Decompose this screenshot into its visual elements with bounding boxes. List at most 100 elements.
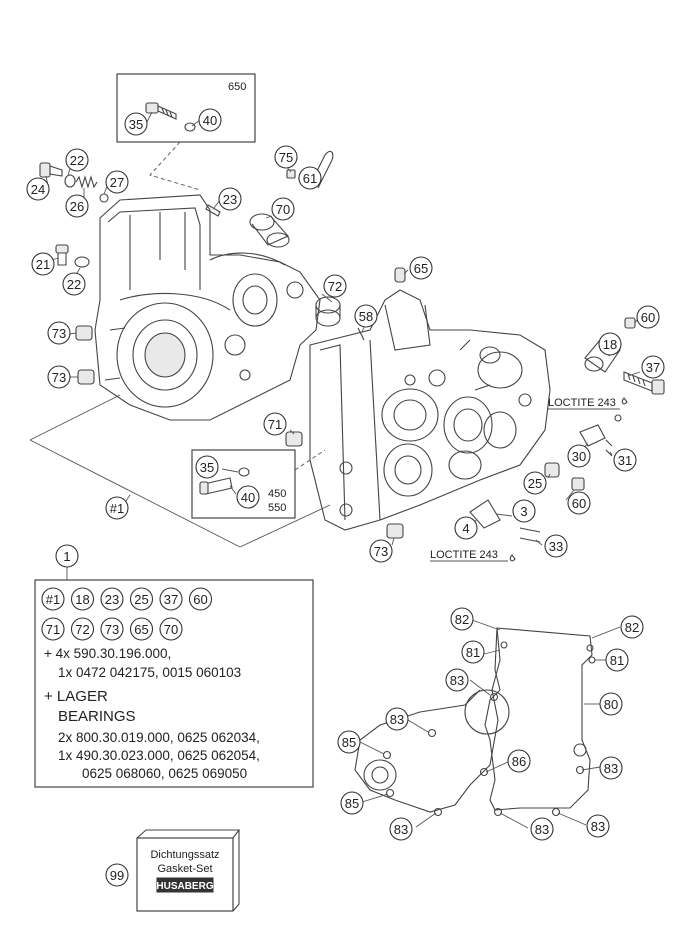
callout-c26: 26	[65, 194, 89, 218]
callout-c23: 23	[218, 187, 242, 211]
kit-part-number: 23	[105, 592, 119, 607]
callout-c4: 4	[454, 516, 478, 540]
callout-number: 23	[223, 192, 237, 207]
inset-label-650: 650	[228, 81, 246, 93]
top-middle-parts	[249, 150, 406, 341]
callout-number: 61	[303, 171, 317, 186]
callout-c30: 30	[567, 444, 591, 468]
callout-c25: 25	[523, 471, 547, 495]
callout-c86: 86	[507, 749, 531, 773]
kit-line-6: 1x 490.30.023.000, 0625 062054,	[58, 748, 260, 763]
callout-c83c: 83	[389, 817, 413, 841]
kit-line-5: 2x 800.30.019.000, 0625 062034,	[58, 730, 260, 745]
callout-number: 60	[641, 310, 655, 325]
callout-number: 58	[359, 309, 373, 324]
callout-c65: 65	[409, 256, 433, 280]
callout-number: 72	[328, 279, 342, 294]
callout-number: 21	[36, 257, 50, 272]
callout-number: 99	[110, 868, 124, 883]
callout-number: 73	[52, 370, 66, 385]
callout-number: 83	[390, 712, 404, 727]
right-crankcase-half	[309, 289, 551, 531]
callout-number: 24	[31, 182, 45, 197]
callout-c85a: 85	[337, 730, 361, 754]
callout-c83f: 83	[599, 756, 623, 780]
callout-c33: 33	[544, 534, 568, 558]
callout-c72: 72	[323, 274, 347, 298]
callout-c22b: 22	[62, 272, 86, 296]
kit-part-number: 73	[105, 622, 119, 637]
callout-number: 83	[591, 819, 605, 834]
callout-number: 83	[450, 673, 464, 688]
kit-part-callout: 18	[70, 587, 95, 611]
callout-c81a: 81	[461, 640, 485, 664]
left-crankcase-half	[94, 194, 321, 421]
right-small-parts	[285, 317, 665, 562]
gasket-set-label-en: Gasket-Set	[157, 863, 212, 875]
callout-c70: 70	[271, 197, 295, 221]
callout-number: 83	[535, 822, 549, 837]
callout-c18: 18	[598, 332, 622, 356]
callout-number: 26	[70, 199, 84, 214]
husaberg-logo: HUSABERG	[156, 881, 213, 892]
callout-number: 40	[203, 113, 217, 128]
inset-label-550: 550	[268, 502, 286, 514]
kit-part-callout: 60	[188, 587, 213, 611]
kit-line-4: BEARINGS	[58, 708, 136, 725]
callout-c80: 80	[599, 692, 623, 716]
kit-part-number: 37	[164, 592, 178, 607]
callout-c73b: 73	[47, 365, 71, 389]
callout-number: 22	[67, 277, 81, 292]
callout-number: 85	[345, 796, 359, 811]
callout-number: 81	[610, 653, 624, 668]
gasket-leaders	[359, 619, 621, 829]
kit-part-number: 65	[134, 622, 148, 637]
callout-c40a: 40	[198, 108, 222, 132]
callout-number: 30	[572, 449, 586, 464]
kit-part-callout: #1	[41, 587, 65, 611]
kit-part-number: 71	[46, 622, 60, 637]
callout-c60a: 60	[636, 305, 660, 329]
callout-c22a: 22	[65, 148, 89, 172]
kit-part-number: 25	[134, 592, 148, 607]
callout-c82b: 82	[620, 615, 644, 639]
callout-c99: 99	[105, 863, 129, 887]
kit-part-callout: 73	[100, 617, 124, 641]
callout-c71: 71	[263, 412, 287, 436]
callout-c60b: 60	[567, 491, 591, 515]
callout-number: 40	[241, 490, 255, 505]
callout-number: 25	[528, 476, 542, 491]
kit-line-2: 1x 0472 042175, 0015 060103	[58, 665, 241, 680]
callout-c35a: 35	[124, 112, 148, 136]
callout-number: 83	[604, 761, 618, 776]
callout-number: 65	[414, 261, 428, 276]
kit-part-callout: 37	[159, 587, 183, 611]
kit-part-number: 70	[164, 622, 178, 637]
inset-label-450: 450	[268, 488, 286, 500]
kit-part-number: 60	[193, 592, 207, 607]
callout-c83b: 83	[385, 707, 409, 731]
kit-line-1: + 4x 590.30.196.000,	[44, 646, 171, 661]
callout-c3: 3	[512, 499, 536, 523]
kit-box	[34, 567, 314, 788]
kit-row-1: #1 18 23 25 37 60	[41, 587, 213, 611]
kit-part-callout: 70	[159, 617, 183, 641]
loctite-label-upper: LOCTITE 243	[548, 397, 616, 409]
kit-part-number: #1	[46, 592, 60, 607]
callout-number: 86	[512, 754, 526, 769]
callout-c75: 75	[274, 145, 298, 169]
kit-part-callout: 71	[41, 617, 65, 641]
callout-number: 35	[200, 460, 214, 475]
callout-number: #1	[110, 501, 124, 516]
kit-part-number: 18	[75, 592, 89, 607]
callout-number: 3	[520, 504, 527, 519]
callout-number: 85	[342, 735, 356, 750]
callout-c37: 37	[641, 355, 665, 379]
callout-c73c: 73	[369, 539, 393, 563]
callout-number: 81	[466, 645, 480, 660]
kit-part-callout: 65	[129, 617, 154, 641]
